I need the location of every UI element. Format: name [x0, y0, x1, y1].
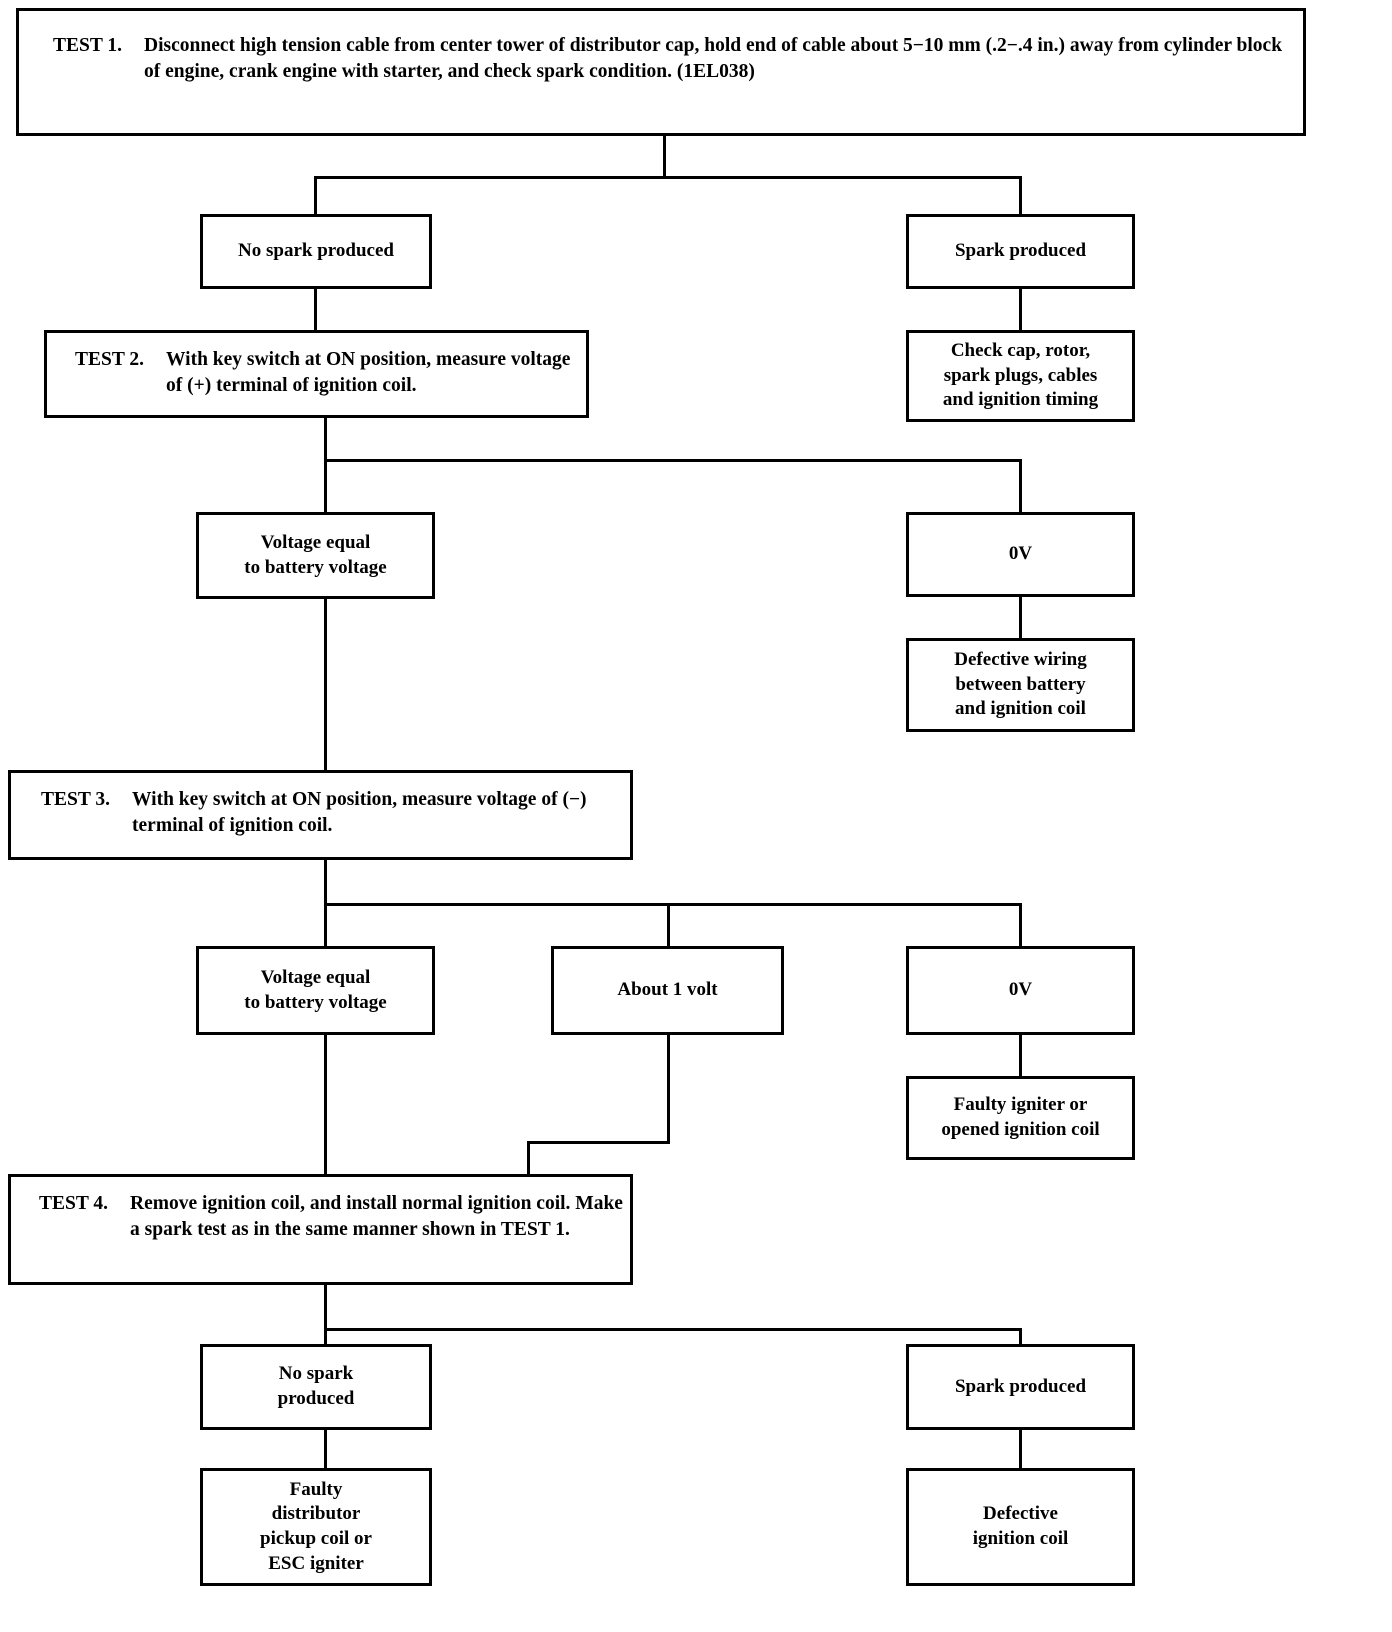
node-about-1-volt[interactable]: About 1 volt [551, 946, 784, 1035]
node-about-1-volt-text: About 1 volt [617, 979, 718, 1001]
node-test4-label: TEST 4. [39, 1193, 109, 1214]
node-faulty-igniter-text: Faulty igniter or opened ignition coil [941, 1094, 1100, 1140]
node-defective-wiring[interactable]: Defective wiring between battery and ign… [906, 638, 1135, 732]
node-test1-label: TEST 1. [53, 35, 123, 56]
node-faulty-igniter[interactable]: Faulty igniter or opened ignition coil [906, 1076, 1135, 1160]
node-spark-produced-1[interactable]: Spark produced [906, 214, 1135, 289]
connector-test4-split-bar [324, 1328, 1022, 1331]
connector-nospark4-to-faultydist [324, 1428, 327, 1470]
connector-to-volteq2 [324, 459, 327, 514]
connector-volteq3-to-test4 [324, 1033, 327, 1176]
connector-spark1-to-checkcap [1019, 286, 1022, 331]
node-test3-body: With key switch at ON position, measure … [132, 789, 587, 836]
node-test3-label: TEST 3. [41, 789, 111, 810]
node-voltage-equal-battery-2[interactable]: Voltage equal to battery voltage [196, 512, 435, 599]
node-voltage-equal-battery-3[interactable]: Voltage equal to battery voltage [196, 946, 435, 1035]
node-no-spark-produced-1[interactable]: No spark produced [200, 214, 432, 289]
node-test4[interactable]: TEST 4. Remove ignition coil, and instal… [8, 1174, 633, 1285]
connector-to-volteq3 [324, 903, 327, 948]
connector-test3-stem [324, 858, 327, 906]
node-defective-ignition-coil-text: Defective ignition coil [972, 1503, 1069, 1549]
node-test1-body: Disconnect high tension cable from cente… [144, 35, 1283, 82]
node-faulty-distributor[interactable]: Faulty distributor pickup coil or ESC ig… [200, 1468, 432, 1586]
node-test2-body: With key switch at ON position, measure … [166, 349, 571, 396]
node-defective-ignition-coil[interactable]: Defective ignition coil [906, 1468, 1135, 1586]
node-test4-body: Remove ignition coil, and install normal… [130, 1193, 623, 1240]
node-check-cap-rotor[interactable]: Check cap, rotor, spark plugs, cables an… [906, 330, 1135, 422]
connector-about1volt-down [667, 1033, 670, 1144]
node-faulty-distributor-text: Faulty distributor pickup coil or ESC ig… [260, 1478, 372, 1574]
connector-to-zerov3 [1019, 903, 1022, 948]
node-defective-wiring-text: Defective wiring between battery and ign… [954, 648, 1087, 720]
connector-to-zerov2 [1019, 459, 1022, 514]
connector-test2-split-bar [324, 459, 1022, 462]
node-no-spark-produced-4-text: No spark produced [277, 1363, 355, 1409]
node-check-cap-rotor-text: Check cap, rotor, spark plugs, cables an… [942, 339, 1099, 411]
connector-about1volt-left [527, 1141, 670, 1144]
node-voltage-equal-battery-2-text: Voltage equal to battery voltage [244, 531, 387, 578]
connector-nospark1-to-test2 [314, 286, 317, 331]
node-spark-produced-4[interactable]: Spark produced [906, 1344, 1135, 1430]
node-no-spark-produced-4[interactable]: No spark produced [200, 1344, 432, 1430]
node-test3[interactable]: TEST 3. With key switch at ON position, … [8, 770, 633, 860]
node-test2-label: TEST 2. [75, 349, 145, 370]
connector-about1volt-into-test4 [527, 1141, 530, 1176]
node-test2[interactable]: TEST 2. With key switch at ON position, … [44, 330, 589, 418]
node-zero-volts-3-text: 0V [1008, 979, 1033, 1001]
connector-to-about1volt [667, 903, 670, 948]
connector-test2-stem [324, 416, 327, 461]
connector-to-no-spark-1 [314, 176, 317, 216]
connector-test1-stem [663, 133, 666, 178]
connector-zerov2-to-defwiring [1019, 595, 1022, 640]
connector-test4-stem [324, 1283, 327, 1331]
node-no-spark-produced-1-text: No spark produced [238, 240, 394, 262]
node-spark-produced-1-text: Spark produced [954, 240, 1087, 262]
node-test1[interactable]: TEST 1. Disconnect high tension cable fr… [16, 8, 1306, 136]
connector-test1-split-bar [314, 176, 1022, 179]
connector-to-spark-1 [1019, 176, 1022, 216]
node-spark-produced-4-text: Spark produced [954, 1375, 1087, 1397]
node-zero-volts-2[interactable]: 0V [906, 512, 1135, 597]
connector-volteq2-to-test3 [324, 597, 327, 772]
node-zero-volts-3[interactable]: 0V [906, 946, 1135, 1035]
connector-zerov3-to-faultyigniter [1019, 1033, 1022, 1078]
node-voltage-equal-battery-3-text: Voltage equal to battery voltage [244, 966, 387, 1013]
connector-test3-split-bar [324, 903, 1022, 906]
node-zero-volts-2-text: 0V [1008, 543, 1033, 565]
connector-spark4-to-defectivecoil [1019, 1428, 1022, 1470]
